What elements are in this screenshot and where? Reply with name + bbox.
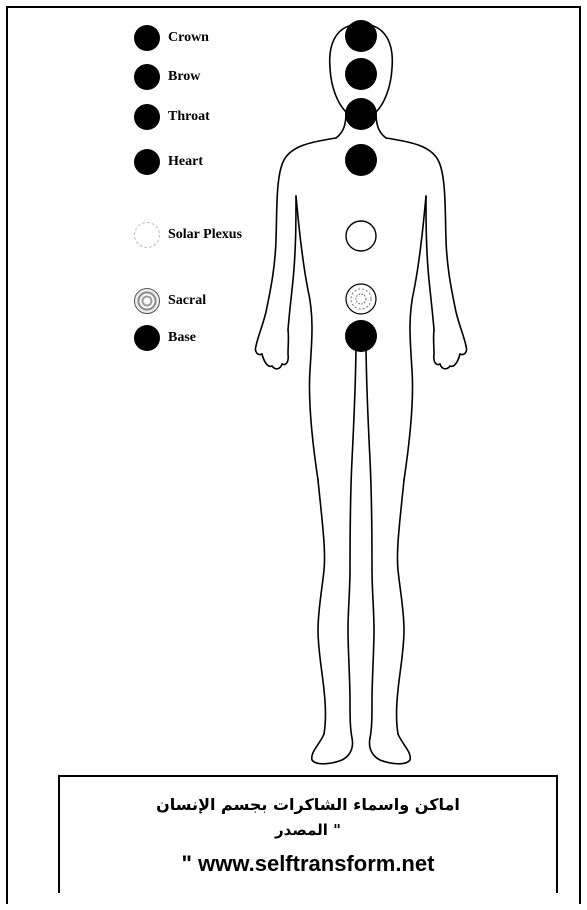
chakra-point-heart [345, 144, 377, 176]
neck-right [376, 112, 386, 138]
caption-source-label: " المصدر [60, 821, 556, 839]
caption-title: اماكن واسماء الشاكرات بجسم الإنسان [60, 795, 556, 814]
caption-source-url: " www.selftransform.net [60, 851, 556, 877]
left-arm-inner [288, 196, 296, 330]
neck-left [336, 112, 346, 138]
right-hand [434, 330, 467, 369]
caption-box: اماكن واسماء الشاكرات بجسم الإنسان " الم… [58, 775, 558, 893]
chakra-point-base [345, 320, 377, 352]
right-arm-inner [426, 196, 434, 330]
right-foot [369, 734, 410, 764]
left-hand [255, 330, 288, 369]
left-leg-inner [348, 340, 356, 738]
chakra-point-sacral [346, 284, 376, 314]
left-foot [312, 734, 353, 764]
chakra-point-solar-plexus [346, 221, 376, 251]
chakra-point-crown [345, 20, 377, 52]
left-leg-outer [318, 480, 326, 734]
chakra-point-brow [345, 58, 377, 90]
right-leg-inner [366, 340, 374, 738]
torso-right [404, 196, 426, 480]
chakra-point-throat [345, 98, 377, 130]
right-leg-outer [397, 480, 405, 734]
torso-left [296, 196, 318, 480]
